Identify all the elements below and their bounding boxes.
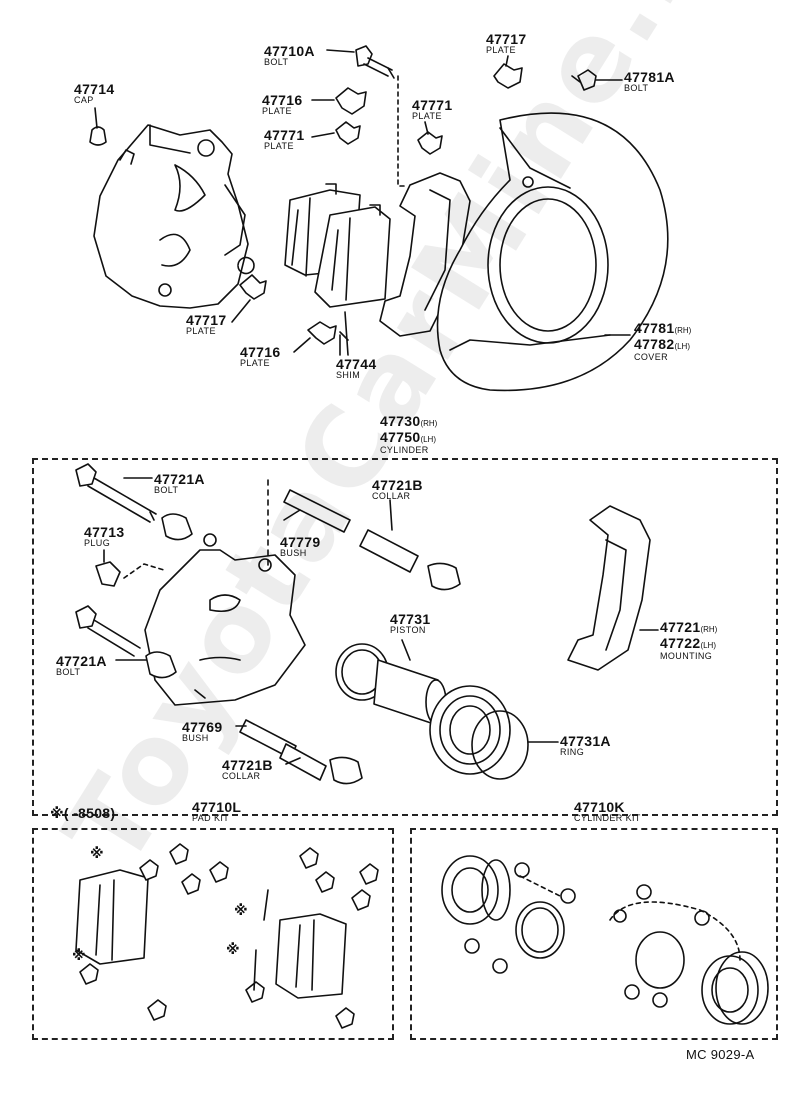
label-range: ※( -8508): [50, 805, 116, 821]
cylinder-body: [144, 533, 306, 706]
plate-47717-upper: [493, 55, 523, 89]
plate-47771-right: [417, 121, 443, 155]
marker-3: ※: [72, 947, 86, 963]
bush-boot-lower: [329, 756, 363, 785]
cylinder-group-frame: [32, 458, 778, 816]
marker-2: ※: [234, 902, 248, 918]
shim-47744: [339, 311, 349, 356]
label-cylinder: 47730(RH) 47750(LH) CYLINDER: [380, 413, 438, 455]
dust-cover: [436, 112, 669, 392]
cylinder-kit-parts: [441, 855, 769, 1025]
bush-rubber-upper: [161, 513, 193, 541]
marker-4: ※: [226, 941, 240, 957]
bush-boot-upper: [427, 562, 461, 591]
plate-47716-lower: [293, 321, 337, 353]
caliper-body: [93, 124, 255, 309]
diagram-code: MC 9029-A: [686, 1047, 755, 1062]
pad-kit-frame: [32, 828, 394, 1040]
label-cover: 47781(RH) 47782(LH) COVER: [634, 320, 692, 362]
ring-47731A: [471, 710, 559, 780]
collar-47721B-lower: [279, 743, 327, 781]
brake-pad-inner: [314, 204, 391, 308]
cylinder-kit-frame: [410, 828, 778, 1040]
mounting-bracket-top: [379, 172, 471, 337]
bolt-47721A-upper: [75, 463, 157, 523]
boot-seal: [429, 685, 511, 775]
bush-rubber-lower: [145, 651, 177, 679]
label-mounting: 47721(RH) 47722(LH) MOUNTING: [660, 619, 718, 661]
mounting-bracket-47721: [567, 505, 659, 671]
marker-1: ※: [90, 845, 104, 861]
plate-47717-lower: [231, 274, 267, 323]
bolt-47721A-lower: [75, 605, 151, 661]
plug-47713: [95, 549, 165, 587]
bolt-47710A: [326, 45, 409, 187]
plate-47771-left: [311, 121, 361, 145]
collar-47721B-upper: [359, 499, 419, 573]
cap-47714: [89, 107, 107, 146]
bolt-47781A: [571, 69, 623, 91]
bush-47779: [267, 479, 351, 566]
plate-47716-upper: [311, 87, 367, 115]
pad-kit-parts: [75, 843, 379, 1029]
